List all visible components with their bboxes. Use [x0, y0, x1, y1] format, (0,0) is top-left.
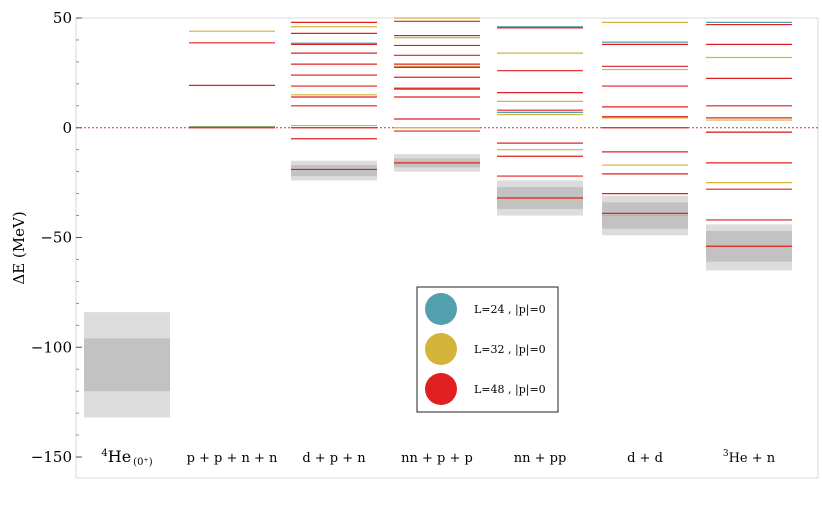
error-band-inner: [291, 165, 377, 177]
category-label: d + p + n: [302, 451, 366, 466]
legend-label: L=24 , |p|=0: [474, 303, 546, 317]
y-axis-label: ΔE (MeV): [10, 211, 28, 284]
y-tick-label: −150: [31, 448, 72, 466]
y-tick-label: −50: [40, 229, 72, 247]
category-label: nn + p + p: [401, 451, 473, 466]
y-tick-label: 0: [62, 119, 72, 137]
legend-swatch: [425, 373, 457, 405]
category-label: 4He(0⁺): [101, 447, 152, 468]
category-label: p + p + n + n: [187, 451, 278, 466]
error-band-inner: [84, 338, 170, 392]
legend-label: L=32 , |p|=0: [474, 343, 546, 357]
legend-swatch: [425, 293, 457, 325]
y-tick-label: 50: [53, 9, 72, 27]
category-label: nn + pp: [514, 451, 567, 466]
y-tick-label: −100: [31, 338, 72, 356]
category-label: 3He + n: [723, 449, 776, 466]
legend-swatch: [425, 333, 457, 365]
legend-label: L=48 , |p|=0: [474, 383, 546, 397]
category-label: d + d: [627, 451, 663, 466]
